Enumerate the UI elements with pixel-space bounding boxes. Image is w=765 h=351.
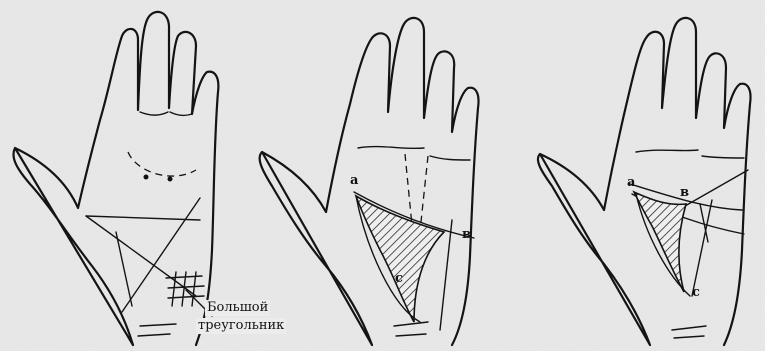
right-label-c: c	[692, 285, 700, 300]
middle-label-c: c	[395, 271, 403, 286]
left-caption-line1: Большой	[205, 300, 270, 316]
right-label-b: в	[680, 185, 689, 200]
left-arc-dot	[168, 177, 173, 182]
middle-label-b: в	[462, 227, 471, 242]
left-arc-dot	[144, 175, 149, 180]
middle-label-a: a	[350, 173, 359, 188]
left-caption-line2: треугольник	[196, 318, 286, 334]
right-label-a: a	[627, 175, 636, 190]
